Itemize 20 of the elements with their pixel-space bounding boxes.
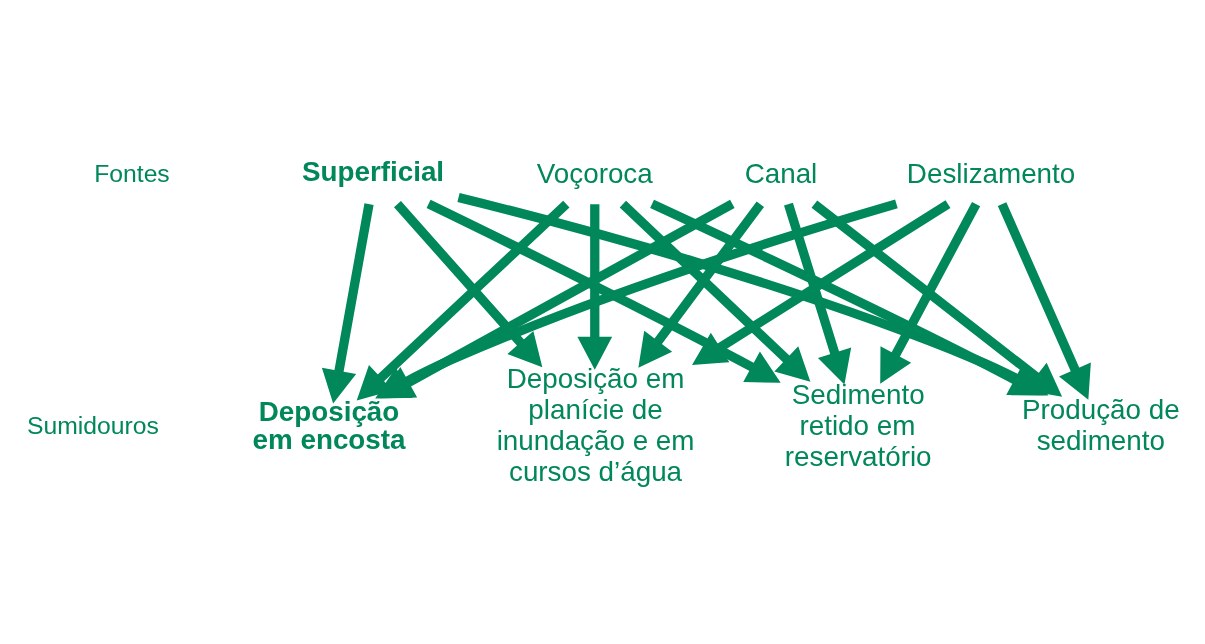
- arrow: [619, 200, 811, 382]
- node-text: Deposição em planície de inundação e em cursos d’água: [496, 363, 695, 487]
- label: Fontes: [94, 159, 170, 187]
- node-text: Canal: [744, 157, 818, 189]
- arrow: [321, 203, 374, 404]
- node-text: Superficial: [301, 156, 445, 188]
- arrow: [880, 201, 981, 384]
- node-text: Deslizamento: [906, 157, 1076, 189]
- arrow: [577, 204, 613, 370]
- label: Sumidouros: [26, 411, 159, 439]
- node-text: Voçoroca: [536, 157, 653, 189]
- node-text: Sedimento retido em reservatório: [784, 378, 932, 472]
- arrow: [692, 200, 951, 366]
- arrow: [426, 199, 781, 383]
- arrow: [784, 202, 852, 385]
- arrow: [997, 202, 1091, 400]
- node-text: Deposição em encosta: [252, 395, 406, 455]
- node-text: Produção de sedimento: [1021, 394, 1180, 457]
- arrow: [394, 201, 543, 368]
- arrow: [650, 199, 1044, 396]
